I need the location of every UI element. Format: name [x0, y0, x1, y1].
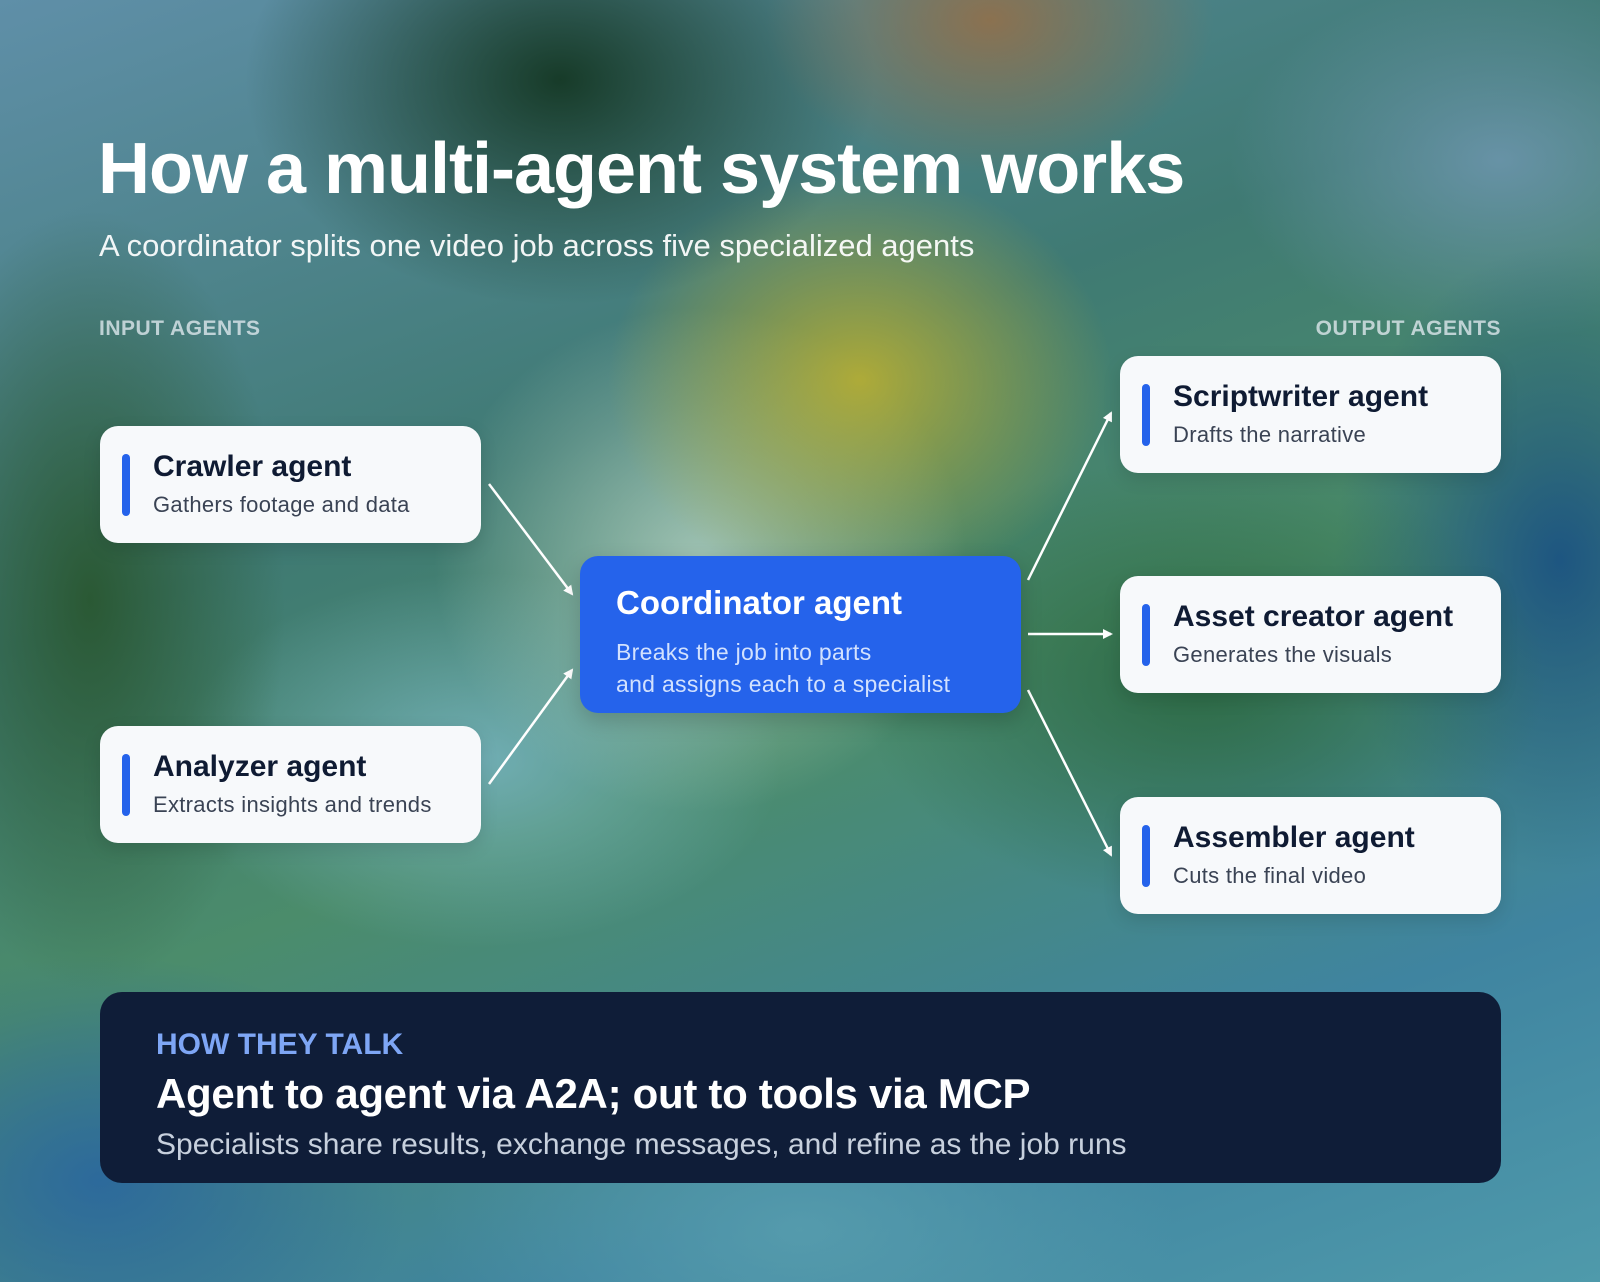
assembler-agent-card: Assembler agent Cuts the final video — [1120, 797, 1501, 914]
agent-name: Crawler agent — [153, 450, 352, 483]
agent-description: Drafts the narrative — [1173, 422, 1367, 447]
panel-headline: Agent to agent via A2A; out to tools via… — [156, 1070, 1031, 1117]
agent-name: Analyzer agent — [153, 750, 367, 783]
page-title: How a multi-agent system works — [98, 129, 1185, 209]
accent-bar — [122, 754, 130, 816]
agent-description: Generates the visuals — [1173, 642, 1393, 667]
accent-bar — [1142, 825, 1150, 887]
input-agents-label: INPUT AGENTS — [99, 317, 261, 340]
agent-name: Scriptwriter agent — [1173, 380, 1429, 413]
analyzer-agent-card: Analyzer agent Extracts insights and tre… — [100, 726, 481, 843]
agent-description: Extracts insights and trends — [153, 792, 432, 817]
agent-name: Asset creator agent — [1173, 600, 1454, 633]
agent-description: Gathers footage and data — [153, 492, 410, 517]
page-subtitle: A coordinator splits one video job acros… — [99, 228, 975, 263]
scriptwriter-agent-card: Scriptwriter agent Drafts the narrative — [1120, 356, 1501, 473]
asset-creator-agent-card: Asset creator agent Generates the visual… — [1120, 576, 1501, 693]
arrow-crawler-to-coordinator — [488, 483, 574, 596]
arrow-analyzer-to-coordinator — [487, 668, 574, 785]
accent-bar — [1142, 384, 1150, 446]
accent-bar — [1142, 604, 1150, 666]
panel-eyebrow: HOW THEY TALK — [156, 1028, 404, 1061]
output-agents-label: OUTPUT AGENTS — [1315, 317, 1501, 340]
arrow-coordinator-to-scriptwriter — [1026, 411, 1113, 581]
coordinator-name: Coordinator agent — [616, 584, 902, 621]
communication-panel: HOW THEY TALK Agent to agent via A2A; ou… — [100, 992, 1501, 1183]
coordinator-description-line-1: Breaks the job into parts — [616, 639, 872, 665]
crawler-agent-card: Crawler agent Gathers footage and data — [100, 426, 481, 543]
accent-bar — [122, 454, 130, 516]
coordinator-description: Breaks the job into parts and assigns ea… — [616, 636, 950, 700]
arrow-coordinator-to-assembler — [1026, 689, 1113, 857]
agent-description: Cuts the final video — [1173, 863, 1367, 888]
coordinator-agent-card: Coordinator agent Breaks the job into pa… — [580, 556, 1021, 713]
agent-name: Assembler agent — [1173, 821, 1415, 854]
coordinator-description-line-2: and assigns each to a specialist — [616, 671, 951, 697]
panel-caption: Specialists share results, exchange mess… — [156, 1128, 1127, 1161]
